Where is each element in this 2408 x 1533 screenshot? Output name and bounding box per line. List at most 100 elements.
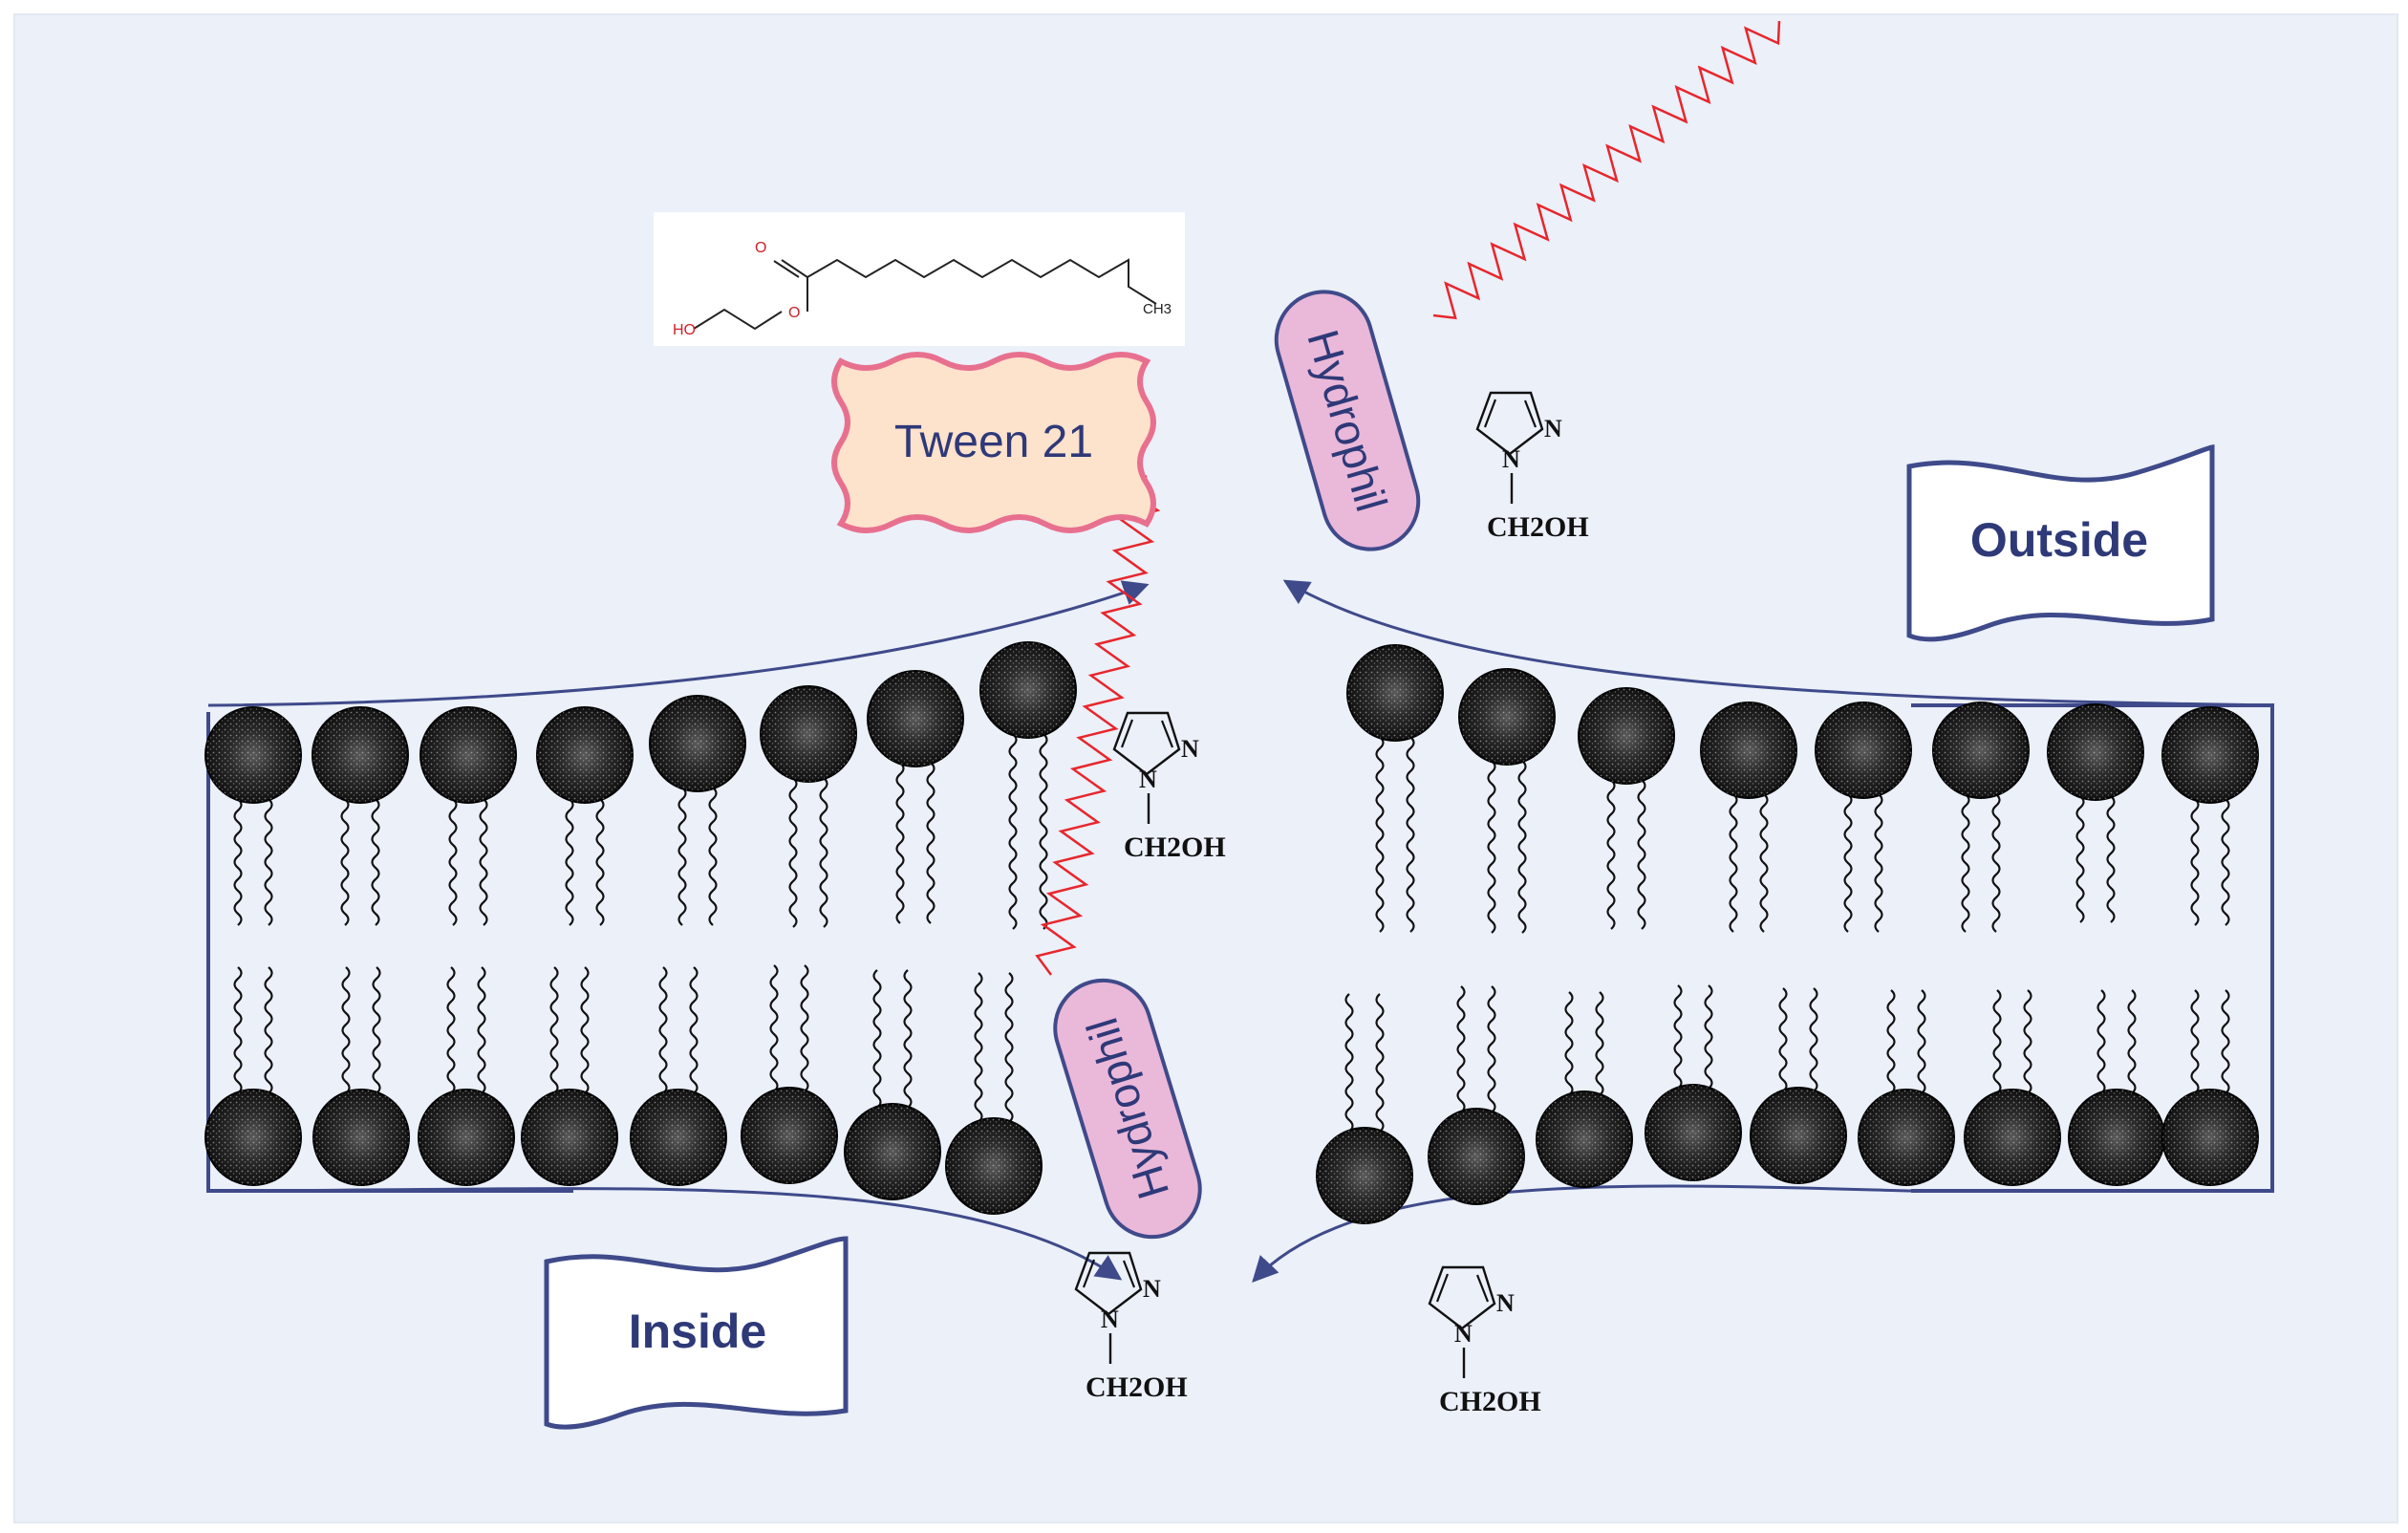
lipid [1964, 989, 2061, 1186]
lipid-tail [233, 798, 243, 926]
lipid-head-texture [1579, 688, 1674, 784]
lipid [418, 966, 515, 1186]
lipid-leaflet-lower-left [204, 964, 1043, 1215]
lipid-tail [371, 798, 380, 926]
lipid [2068, 989, 2165, 1186]
lipid [1536, 991, 1633, 1188]
lipid-head-texture [205, 1090, 301, 1185]
lipid-tail [2221, 798, 2230, 926]
lipid-tail [1606, 779, 1616, 930]
lipid [979, 641, 1077, 930]
lipid-head-texture [868, 671, 963, 766]
ring-nitrogen-label: N [1544, 415, 1562, 443]
lipid [649, 695, 746, 926]
lipid-tail [708, 787, 718, 926]
lipid-tail [1375, 993, 1385, 1133]
lipid-tail [2190, 798, 2200, 926]
lipid-head-texture [742, 1088, 837, 1183]
lipid-tail [341, 966, 351, 1094]
lipid-head-texture [1816, 702, 1911, 798]
lipid-head-texture [845, 1104, 940, 1199]
lipid-tail [1673, 984, 1683, 1090]
lipid-head-texture [522, 1090, 617, 1185]
lipid-tail [1759, 793, 1769, 933]
lipid-tail [800, 964, 809, 1092]
lipid-tail [1843, 793, 1853, 933]
lipid-tail [1886, 989, 1896, 1094]
ring-nitrogen-label: N [1143, 1275, 1161, 1303]
lipid-tail [2221, 989, 2230, 1094]
lipid [1815, 702, 1912, 933]
lipid-tail [1778, 987, 1788, 1092]
inside-banner: Inside [544, 1236, 849, 1430]
lipid-tail [565, 798, 574, 926]
lipid-head-texture [946, 1118, 1042, 1214]
lipid [1750, 987, 1847, 1184]
lipid [1700, 702, 1797, 933]
lipid-tail [2023, 989, 2032, 1094]
hydroxymethyl-label: CH2OH [1487, 511, 1589, 543]
pyrazole-ring [1112, 711, 1181, 776]
lipid-head-texture [2069, 1090, 2164, 1185]
pyrazole-ring [1074, 1251, 1143, 1316]
lipid [2161, 706, 2259, 926]
methyl-label: CH3 [1143, 301, 1172, 317]
lipid-tail [895, 762, 905, 924]
lipid-leaflet-lower-right [1316, 984, 2259, 1224]
lipid [1458, 668, 1556, 934]
arrow-left-bottom [207, 1187, 1123, 1281]
lipid-head-texture [2162, 707, 2258, 803]
lipid [844, 969, 941, 1200]
lipid [1346, 644, 1444, 933]
lipid-tail [2096, 989, 2106, 1094]
lipid-head-texture [205, 707, 301, 803]
lipid-head-texture [537, 707, 633, 803]
lipid-head-texture [631, 1090, 726, 1185]
lipid-tail [1595, 991, 1604, 1096]
lipid-head-texture [2048, 704, 2143, 800]
outside-banner: Outside [1906, 443, 2215, 642]
hydroxymethyl-label: CH2OH [1124, 831, 1226, 863]
lipid-head-texture [1701, 702, 1796, 798]
lipid-tail [788, 777, 798, 928]
lipid-tail [926, 762, 935, 924]
lipid-tail [1344, 993, 1354, 1133]
lipid [760, 685, 857, 928]
lipid [419, 706, 517, 926]
lipid-tail [264, 798, 273, 926]
lipid-tail [872, 969, 882, 1109]
lipid-head-texture [980, 642, 1076, 738]
lipid-head-texture [1537, 1091, 1632, 1187]
lipid-tail [1406, 736, 1415, 933]
lipid-tail [1039, 733, 1048, 930]
lipid-head-texture [1965, 1090, 2060, 1185]
ring-nitrogen-label: N [1101, 1306, 1119, 1333]
lipid-head-texture [1347, 645, 1443, 741]
lipid-head-texture [650, 696, 745, 791]
lipid-tail [477, 966, 486, 1094]
hydrophobic-chain-top [1432, 20, 1781, 320]
tween-badge: Tween 21 [831, 352, 1156, 533]
lipid-tail [580, 966, 590, 1094]
ester-oxygen-label: O [788, 305, 800, 321]
hydroxyl-label: HO [673, 322, 696, 338]
chemical-structure-inset: HO O O CH3 [654, 212, 1185, 346]
lipid-tail [446, 966, 456, 1094]
lipid-tail [1456, 985, 1466, 1113]
lipid-head-texture [1933, 702, 2029, 798]
lipid-tail [2190, 989, 2200, 1094]
lipid-tail [1008, 733, 1018, 930]
lipid-tail [595, 798, 605, 926]
lipid-tail [1004, 972, 1014, 1123]
lipid-head-texture [1645, 1085, 1741, 1180]
lipid-leaflet-upper-right [1346, 644, 2259, 934]
pyrazole-ring [1428, 1265, 1496, 1330]
lipid-head-texture [1317, 1128, 1412, 1223]
lipid-tail [1917, 989, 1926, 1094]
lipid-tail [1517, 760, 1527, 934]
lipid-head-texture [1429, 1109, 1524, 1204]
lipid-tail [769, 964, 779, 1092]
arrow-left-top [207, 580, 1150, 707]
